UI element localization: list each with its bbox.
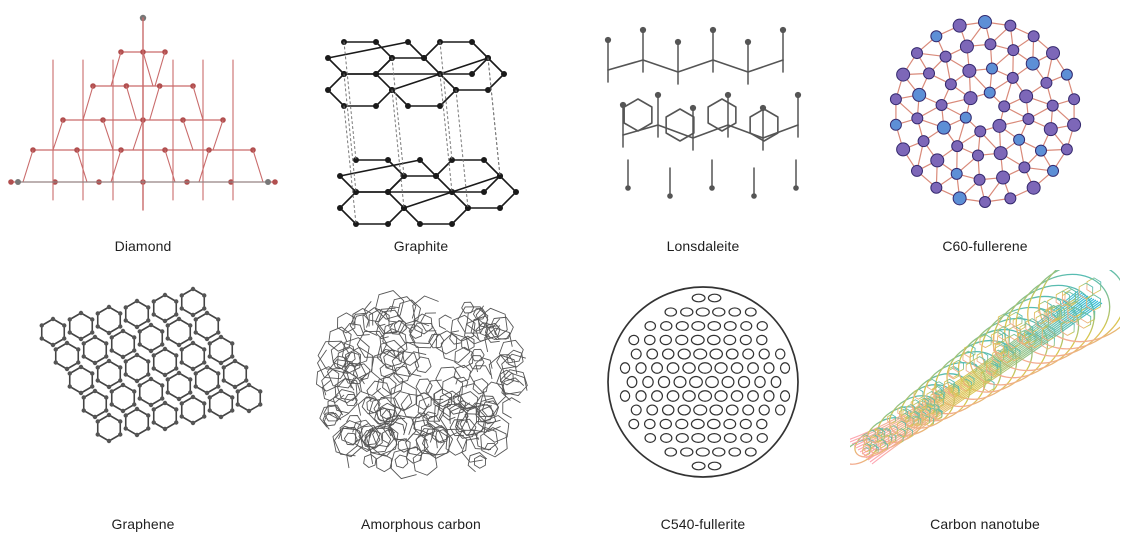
amorphous-carbon-illustration <box>286 270 556 500</box>
diamond-panel: Diamond <box>8 0 278 270</box>
lonsdaleite-label: Lonsdaleite <box>568 238 838 254</box>
graphene-panel: Graphene <box>8 270 278 540</box>
graphite-label: Graphite <box>286 238 556 254</box>
amorphous-carbon-label: Amorphous carbon <box>286 516 556 532</box>
amorphous-carbon-panel: Amorphous carbon <box>286 270 556 540</box>
carbon-nanotube-illustration <box>850 270 1120 500</box>
c60-panel: C60-fullerene <box>850 0 1120 270</box>
diamond-structure-illustration <box>8 0 278 230</box>
lonsdaleite-panel: Lonsdaleite <box>568 0 838 270</box>
c60-label: C60-fullerene <box>850 238 1120 254</box>
graphene-label: Graphene <box>8 516 278 532</box>
nanotube-panel: Carbon nanotube <box>850 270 1120 540</box>
graphite-panel: Graphite <box>286 0 556 270</box>
diamond-label: Diamond <box>8 238 278 254</box>
graphite-structure-illustration <box>286 0 556 230</box>
nanotube-label: Carbon nanotube <box>850 516 1120 532</box>
c60-fullerene-illustration <box>850 0 1120 230</box>
graphene-structure-illustration <box>8 270 278 500</box>
lonsdaleite-structure-illustration <box>568 0 838 230</box>
c540-fullerite-illustration <box>568 270 838 500</box>
c540-label: C540-fullerite <box>568 516 838 532</box>
c540-panel: C540-fullerite <box>568 270 838 540</box>
